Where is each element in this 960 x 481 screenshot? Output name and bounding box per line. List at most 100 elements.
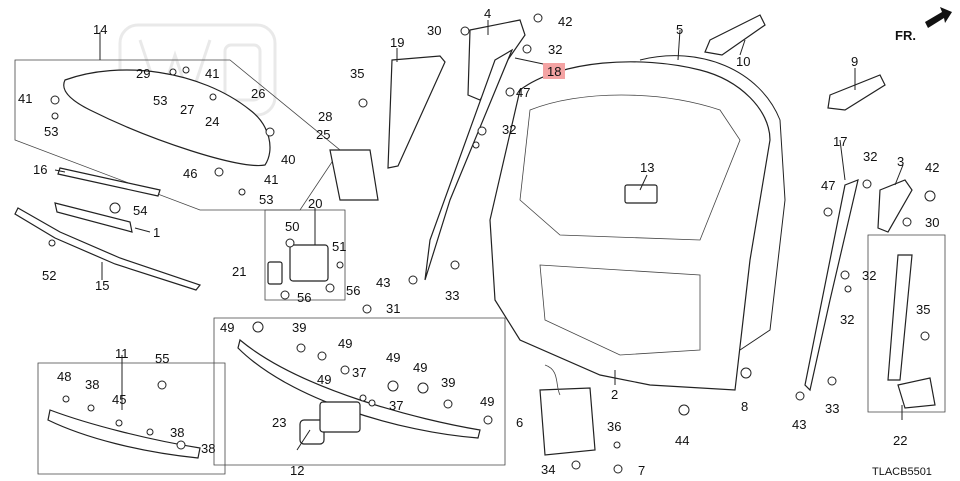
callout-17: 17 (833, 134, 847, 149)
callout-30-left: 30 (427, 23, 441, 38)
callout-25: 25 (316, 127, 330, 142)
callout-18: 18 (547, 64, 561, 79)
callout-35-left: 35 (350, 66, 364, 81)
callout-49-d: 49 (386, 350, 400, 365)
callout-33-left: 33 (445, 288, 459, 303)
callout-42-left: 42 (558, 14, 572, 29)
high-mount-lamp (54, 202, 133, 233)
callout-46: 46 (183, 166, 197, 181)
callout-38-a: 38 (85, 377, 99, 392)
callout-52: 52 (42, 268, 56, 283)
callout-49-a: 49 (220, 320, 234, 335)
callout-14: 14 (93, 22, 107, 37)
callout-3: 3 (897, 154, 904, 169)
tailgate (489, 61, 771, 391)
hinge-right (877, 179, 913, 233)
callout-39-a: 39 (292, 320, 306, 335)
closer-motor (539, 387, 596, 456)
callout-48: 48 (57, 369, 71, 384)
leader-lines (54, 20, 904, 451)
fasteners (48, 13, 936, 474)
callout-9: 9 (851, 54, 858, 69)
callout-15: 15 (95, 278, 109, 293)
group-frame-20 (264, 209, 346, 301)
callout-40: 40 (281, 152, 295, 167)
callout-12: 12 (290, 463, 304, 478)
callout-35-right: 35 (916, 302, 930, 317)
trim-strip (57, 167, 161, 197)
callout-11: 11 (115, 346, 129, 361)
callout-31: 31 (386, 301, 400, 316)
callout-labels: 1 2 3 4 5 6 7 8 9 10 11 12 13 14 15 16 1… (18, 6, 939, 478)
callout-5: 5 (676, 22, 683, 37)
callout-36: 36 (607, 419, 621, 434)
callout-28: 28 (318, 109, 332, 124)
callout-37-a: 37 (352, 365, 366, 380)
lower-garnish (14, 207, 202, 291)
callout-32-c: 32 (863, 149, 877, 164)
callout-53-a: 53 (153, 93, 167, 108)
callout-19: 19 (390, 35, 404, 50)
gas-strut-right (887, 254, 913, 381)
callout-47-left: 47 (516, 85, 530, 100)
callout-53-c: 53 (259, 192, 273, 207)
callout-45: 45 (112, 392, 126, 407)
callout-41-a: 41 (205, 66, 219, 81)
group-frame-22 (867, 234, 946, 413)
callout-1: 1 (153, 225, 160, 240)
callout-7: 7 (638, 463, 645, 478)
callout-32-a: 32 (548, 42, 562, 57)
callout-8: 8 (741, 399, 748, 414)
gas-strut-left (387, 55, 446, 169)
callout-41-b: 41 (18, 91, 32, 106)
direction-label: FR. (895, 28, 916, 43)
callout-20: 20 (308, 196, 322, 211)
callout-38-c: 38 (201, 441, 215, 456)
callout-53-b: 53 (44, 124, 58, 139)
emblem-garnish (237, 338, 481, 439)
callout-39-b: 39 (441, 375, 455, 390)
callout-50: 50 (285, 219, 299, 234)
callout-41-c: 41 (264, 172, 278, 187)
emblem-frame (319, 401, 361, 433)
callout-33-right: 33 (825, 401, 839, 416)
callout-43-left: 43 (376, 275, 390, 290)
callout-27: 27 (180, 102, 194, 117)
callout-37-b: 37 (389, 398, 403, 413)
strut-bracket-right (897, 377, 936, 409)
callout-32-e: 32 (840, 312, 854, 327)
callout-49-e: 49 (413, 360, 427, 375)
callout-34: 34 (541, 462, 555, 477)
callout-51: 51 (332, 239, 346, 254)
damper-arm-right (804, 179, 859, 392)
license-recess (539, 264, 701, 356)
callout-43-right: 43 (792, 417, 806, 432)
callout-32-b: 32 (502, 122, 516, 137)
callout-38-b: 38 (170, 425, 184, 440)
bracket-10 (704, 14, 766, 56)
callout-16: 16 (33, 162, 47, 177)
weatherstrip (639, 55, 786, 351)
callout-49-b: 49 (338, 336, 352, 351)
callout-10: 10 (736, 54, 750, 69)
callout-23: 23 (272, 415, 286, 430)
spoiler (63, 69, 271, 167)
callout-21: 21 (232, 264, 246, 279)
direction-arrow-icon (925, 7, 952, 28)
group-frame-11 (37, 362, 226, 475)
callout-49-c: 49 (317, 372, 331, 387)
callout-4: 4 (484, 6, 491, 21)
callout-47-right: 47 (821, 178, 835, 193)
motor-harness (544, 364, 561, 396)
callout-42-right: 42 (925, 160, 939, 175)
callout-56-a: 56 (297, 290, 311, 305)
bracket-9 (827, 74, 886, 111)
callout-55: 55 (155, 351, 169, 366)
group-frame-12 (213, 317, 506, 466)
hinge-bracket (267, 261, 283, 285)
tailgate-window (519, 94, 741, 241)
strut-bracket-left (329, 149, 379, 201)
callout-44: 44 (675, 433, 689, 448)
